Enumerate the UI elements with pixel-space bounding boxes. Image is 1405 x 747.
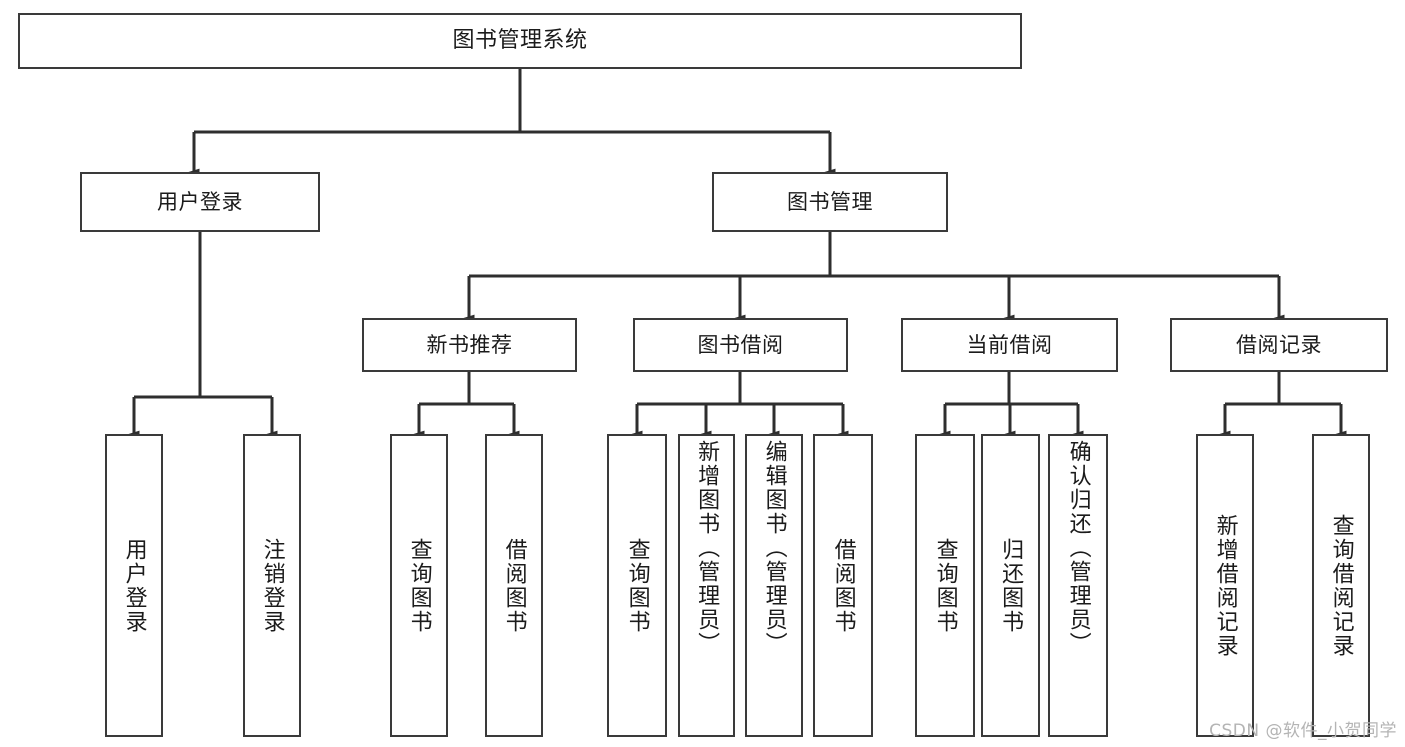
node-leaf-confirm-return-label: 确认归还（管理员）: [1065, 440, 1091, 656]
node-leaf-query-book-1-label: 查询图书: [406, 537, 432, 634]
node-leaf-borrow-book-1[interactable]: 借阅图书: [485, 434, 543, 737]
node-root[interactable]: 图书管理系统: [18, 13, 1022, 69]
node-user-login-label: 用户登录: [157, 189, 243, 214]
node-user-login[interactable]: 用户登录: [80, 172, 320, 232]
node-leaf-user-login-label: 用户登录: [121, 537, 147, 634]
node-leaf-add-book[interactable]: 新增图书（管理员）: [678, 434, 735, 737]
node-book-borrow-label: 图书借阅: [697, 332, 784, 357]
node-leaf-add-book-label: 新增图书（管理员）: [694, 440, 720, 656]
node-borrow-record[interactable]: 借阅记录: [1170, 318, 1388, 372]
node-leaf-borrow-book-2[interactable]: 借阅图书: [813, 434, 873, 737]
node-leaf-edit-book[interactable]: 编辑图书（管理员）: [745, 434, 803, 737]
node-leaf-borrow-book-2-label: 借阅图书: [830, 537, 856, 634]
node-leaf-user-logout[interactable]: 注销登录: [243, 434, 301, 737]
node-borrow-record-label: 借阅记录: [1236, 332, 1322, 357]
node-leaf-confirm-return[interactable]: 确认归还（管理员）: [1048, 434, 1108, 737]
node-book-management-label: 图书管理: [787, 189, 873, 214]
node-leaf-user-logout-label: 注销登录: [259, 537, 285, 634]
node-leaf-query-book-3[interactable]: 查询图书: [915, 434, 975, 737]
node-leaf-query-book-1[interactable]: 查询图书: [390, 434, 448, 737]
node-new-book-recommend-label: 新书推荐: [426, 332, 513, 357]
node-leaf-add-borrow-record[interactable]: 新增借阅记录: [1196, 434, 1254, 737]
node-book-borrow[interactable]: 图书借阅: [633, 318, 848, 372]
watermark-text: CSDN @软件_小贺同学: [1209, 721, 1397, 741]
node-current-borrow-label: 当前借阅: [966, 332, 1053, 357]
node-leaf-add-borrow-record-label: 新增借阅记录: [1212, 513, 1238, 658]
node-leaf-query-book-3-label: 查询图书: [932, 537, 958, 634]
node-leaf-user-login[interactable]: 用户登录: [105, 434, 163, 737]
node-leaf-query-borrow-record-label: 查询借阅记录: [1328, 513, 1354, 658]
node-leaf-borrow-book-1-label: 借阅图书: [501, 537, 527, 634]
node-current-borrow[interactable]: 当前借阅: [901, 318, 1118, 372]
node-leaf-return-book[interactable]: 归还图书: [981, 434, 1040, 737]
node-leaf-query-book-2-label: 查询图书: [624, 537, 650, 634]
node-leaf-return-book-label: 归还图书: [998, 537, 1024, 634]
node-root-label: 图书管理系统: [452, 28, 588, 54]
node-new-book-recommend[interactable]: 新书推荐: [362, 318, 577, 372]
node-leaf-query-book-2[interactable]: 查询图书: [607, 434, 667, 737]
node-leaf-edit-book-label: 编辑图书（管理员）: [761, 440, 787, 656]
node-book-management[interactable]: 图书管理: [712, 172, 948, 232]
node-leaf-query-borrow-record[interactable]: 查询借阅记录: [1312, 434, 1370, 737]
